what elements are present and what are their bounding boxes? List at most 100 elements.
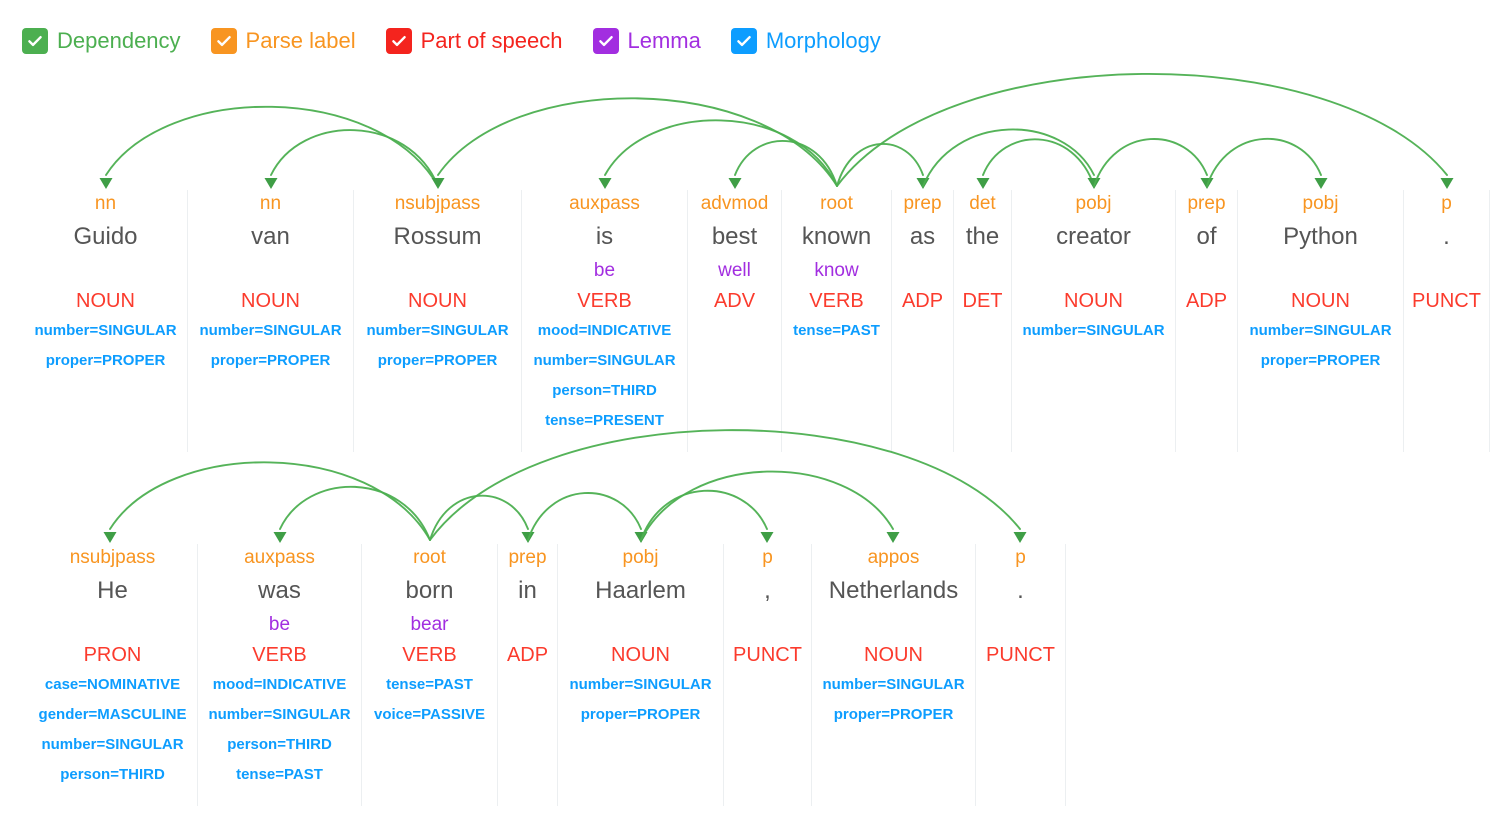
dependency-arrowhead: [264, 178, 278, 189]
token-morphology: number=SINGULAR: [1249, 322, 1392, 339]
token-morphology: tense=PRESENT: [545, 412, 664, 429]
parse-label: pobj: [622, 547, 659, 568]
dependency-arc: [640, 489, 768, 541]
parse-label: nn: [94, 193, 117, 214]
token-lemma: [812, 610, 975, 640]
token-word[interactable]: van: [251, 223, 290, 250]
legend-toggle-dependency[interactable]: Dependency: [22, 28, 181, 54]
token-part-of-speech: ADV: [713, 290, 756, 312]
checkbox-checked-icon[interactable]: [730, 28, 757, 54]
token-word[interactable]: Rossum: [393, 223, 482, 250]
dependency-arc: [437, 97, 838, 187]
legend-toggle-parse-label[interactable]: Parse label: [210, 28, 356, 54]
token-lemma: be: [593, 260, 616, 281]
token-word[interactable]: Guido: [73, 223, 138, 250]
parse-label: nsubjpass: [394, 193, 481, 214]
dependency-arrowhead: [99, 178, 113, 189]
display-options-legend: Dependency Parse label Part of speech Lemma…: [22, 20, 881, 62]
dependency-arc: [640, 470, 894, 541]
token-part-of-speech: VERB: [252, 644, 307, 666]
parse-label: p: [762, 547, 773, 568]
checkbox-checked-icon[interactable]: [22, 28, 48, 54]
dependency-arrowhead: [1314, 178, 1328, 189]
token-word[interactable]: is: [595, 223, 614, 250]
token-word[interactable]: of: [1196, 223, 1217, 250]
token-morphology: number=SINGULAR: [199, 322, 342, 339]
parse-label: root: [413, 547, 446, 568]
token-part-of-speech: PRON: [83, 644, 142, 666]
parse-label: p: [1441, 193, 1452, 214]
token-lemma: well: [718, 260, 751, 281]
legend-toggle-morphology[interactable]: Morphology: [730, 28, 881, 54]
token-lemma: [28, 610, 197, 640]
token-morphology: proper=PROPER: [210, 352, 331, 369]
token-lemma: [976, 610, 1065, 640]
token-word[interactable]: known: [801, 223, 872, 250]
token-word[interactable]: .: [1443, 223, 1450, 250]
token-part-of-speech: NOUN: [241, 290, 300, 312]
token-word[interactable]: Python: [1283, 223, 1358, 250]
token-word[interactable]: creator: [1056, 223, 1131, 250]
token-word[interactable]: He: [97, 577, 128, 604]
legend-toggle-lemma[interactable]: Lemma: [592, 28, 701, 54]
parse-label: appos: [867, 547, 920, 568]
dependency-arrowhead: [1440, 178, 1454, 189]
legend-label: Part of speech: [420, 28, 563, 53]
parse-label: prep: [508, 547, 547, 568]
checkbox-checked-icon[interactable]: [210, 28, 237, 54]
dependency-arrowhead: [103, 532, 117, 543]
parse-label: prep: [1187, 193, 1226, 214]
token-word[interactable]: Netherlands: [828, 577, 959, 604]
token-column[interactable]: p. PUNCT: [976, 544, 1066, 806]
token-morphology: proper=PROPER: [580, 706, 701, 723]
token-word[interactable]: born: [405, 577, 454, 604]
parse-label: root: [820, 193, 853, 214]
legend-label: Morphology: [765, 28, 881, 53]
dependency-arc: [982, 138, 1095, 187]
checkbox-checked-icon[interactable]: [385, 28, 412, 54]
dependency-arc: [836, 73, 1448, 187]
dependency-arc: [922, 128, 1095, 187]
token-part-of-speech: VERB: [402, 644, 457, 666]
dependency-arc: [109, 461, 431, 541]
checkbox-checked-icon[interactable]: [592, 28, 619, 54]
dependency-arrowhead: [598, 178, 612, 189]
token-word[interactable]: ,: [764, 577, 771, 604]
parse-label: prep: [903, 193, 942, 214]
token-part-of-speech: NOUN: [1291, 290, 1350, 312]
legend-label: Parse label: [245, 28, 356, 53]
token-word[interactable]: the: [965, 223, 1000, 250]
token-part-of-speech: PUNCT: [733, 644, 802, 666]
token-word[interactable]: Haarlem: [595, 577, 686, 604]
token-morphology: person=THIRD: [60, 766, 165, 783]
legend-toggle-part-of-speech[interactable]: Part of speech: [385, 28, 563, 54]
token-morphology: mood=INDICATIVE: [537, 322, 672, 339]
token-morphology: gender=MASCULINE: [38, 706, 187, 723]
token-word[interactable]: was: [258, 577, 301, 604]
token-word[interactable]: in: [518, 577, 537, 604]
token-word[interactable]: as: [909, 223, 936, 250]
dependency-arc: [1093, 138, 1208, 187]
token-morphology: number=SINGULAR: [34, 322, 177, 339]
token-word[interactable]: best: [711, 223, 758, 250]
token-part-of-speech: PUNCT: [986, 644, 1055, 666]
token-word[interactable]: .: [1017, 577, 1024, 604]
token-column[interactable]: p, PUNCT: [724, 544, 812, 806]
